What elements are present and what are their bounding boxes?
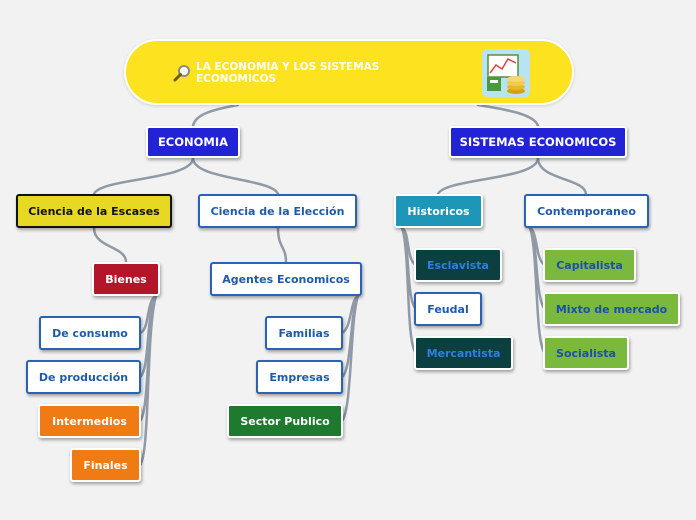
node-empresas[interactable]: Empresas: [256, 360, 343, 394]
economy-image: [482, 49, 530, 97]
node-sector-publico[interactable]: Sector Publico: [227, 404, 343, 438]
node-contemporaneo[interactable]: Contemporaneo: [524, 194, 649, 228]
node-feudal[interactable]: Feudal: [414, 292, 482, 326]
node-agentes-economicos[interactable]: Agentes Economicos: [210, 262, 362, 296]
node-ciencia-eleccion[interactable]: Ciencia de la Elección: [198, 194, 357, 228]
node-mercantista[interactable]: Mercantista: [414, 336, 513, 370]
node-sistemas-economicos[interactable]: SISTEMAS ECONOMICOS: [449, 126, 627, 158]
node-finales[interactable]: Finales: [70, 448, 141, 482]
node-bienes[interactable]: Bienes: [92, 262, 160, 296]
root-title: LA ECONOMIA Y LOS SISTEMAS ECONOMICOS: [196, 61, 380, 85]
node-historicos[interactable]: Historicos: [394, 194, 483, 228]
node-de-produccion[interactable]: De producción: [26, 360, 141, 394]
node-familias[interactable]: Familias: [265, 316, 343, 350]
node-socialista[interactable]: Socialista: [543, 336, 629, 370]
node-esclavista[interactable]: Esclavista: [414, 248, 502, 282]
node-intermedios[interactable]: Intermedios: [38, 404, 141, 438]
node-economia[interactable]: ECONOMIA: [146, 126, 240, 158]
root-topic[interactable]: LA ECONOMIA Y LOS SISTEMAS ECONOMICOS: [124, 39, 574, 105]
node-de-consumo[interactable]: De consumo: [39, 316, 141, 350]
magnifier-icon: [173, 65, 190, 82]
node-capitalista[interactable]: Capitalista: [543, 248, 636, 282]
node-mixto-de-mercado[interactable]: Mixto de mercado: [543, 292, 680, 326]
node-ciencia-escases[interactable]: Ciencia de la Escases: [16, 194, 172, 228]
